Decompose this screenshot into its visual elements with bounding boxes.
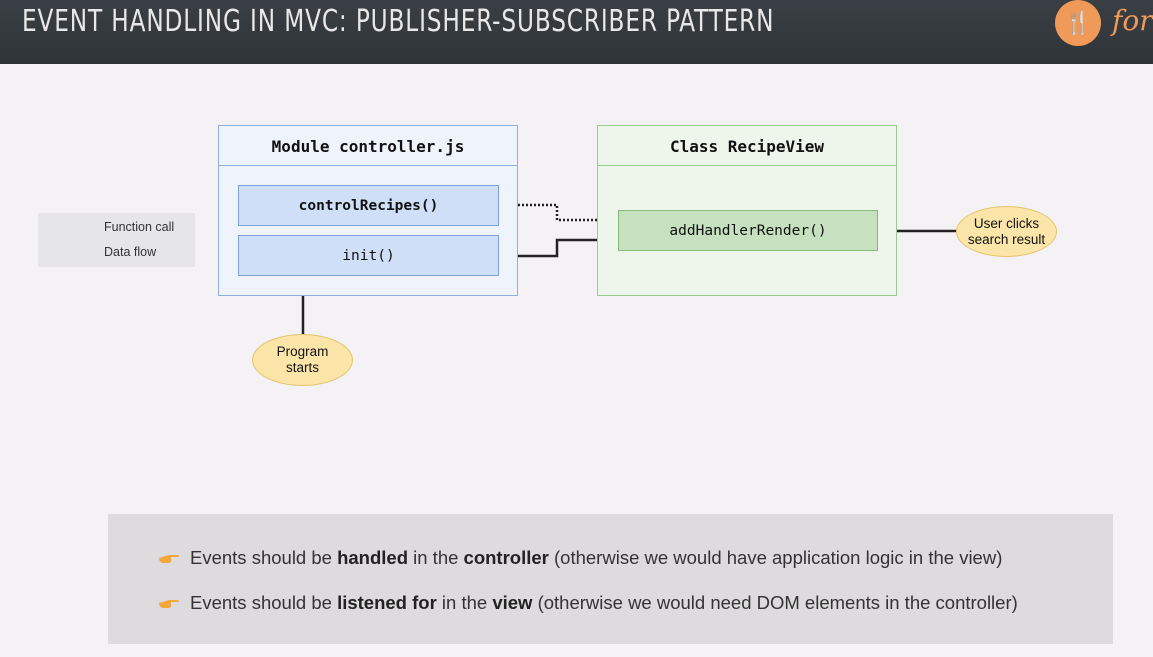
init-function: init(): [238, 235, 499, 276]
logo-text: for: [1112, 4, 1153, 37]
pointing-hand-icon: [159, 555, 179, 563]
view-class: Class RecipeView addHandlerRender(): [597, 125, 897, 296]
view-title: Class RecipeView: [598, 126, 896, 166]
function-call-arrow: [498, 235, 617, 258]
header-bar: EVENT HANDLING IN MVC: PUBLISHER-SUBSCRI…: [0, 0, 1153, 64]
legend: Function call Data flow: [38, 213, 195, 267]
add-handler-render-function: addHandlerRender(): [618, 210, 878, 251]
user-clicks-line1: User clicks: [973, 215, 1040, 231]
program-starts-line2: starts: [285, 360, 319, 375]
legend-function-call: Function call: [104, 220, 175, 234]
controller-module: Module controller.js controlRecipes() in…: [218, 125, 518, 296]
note-listened-in-view: Events should be listened for in the vie…: [190, 592, 1018, 613]
slide-title: EVENT HANDLING IN MVC: PUBLISHER-SUBSCRI…: [22, 4, 775, 39]
user-clicks-line2: search result: [967, 231, 1046, 247]
pointing-hand-icon: [159, 600, 179, 608]
program-starts-line1: Program: [276, 344, 329, 359]
notes-panel: Events should be handled in the controll…: [108, 514, 1113, 644]
fork-knife-icon: 🍴: [1055, 0, 1101, 46]
note-handled-in-controller: Events should be handled in the controll…: [190, 547, 1003, 568]
data-flow-arrow: [498, 203, 617, 225]
controller-title: Module controller.js: [219, 126, 517, 166]
control-recipes-function: controlRecipes(): [238, 185, 499, 226]
legend-data-flow: Data flow: [104, 245, 157, 259]
